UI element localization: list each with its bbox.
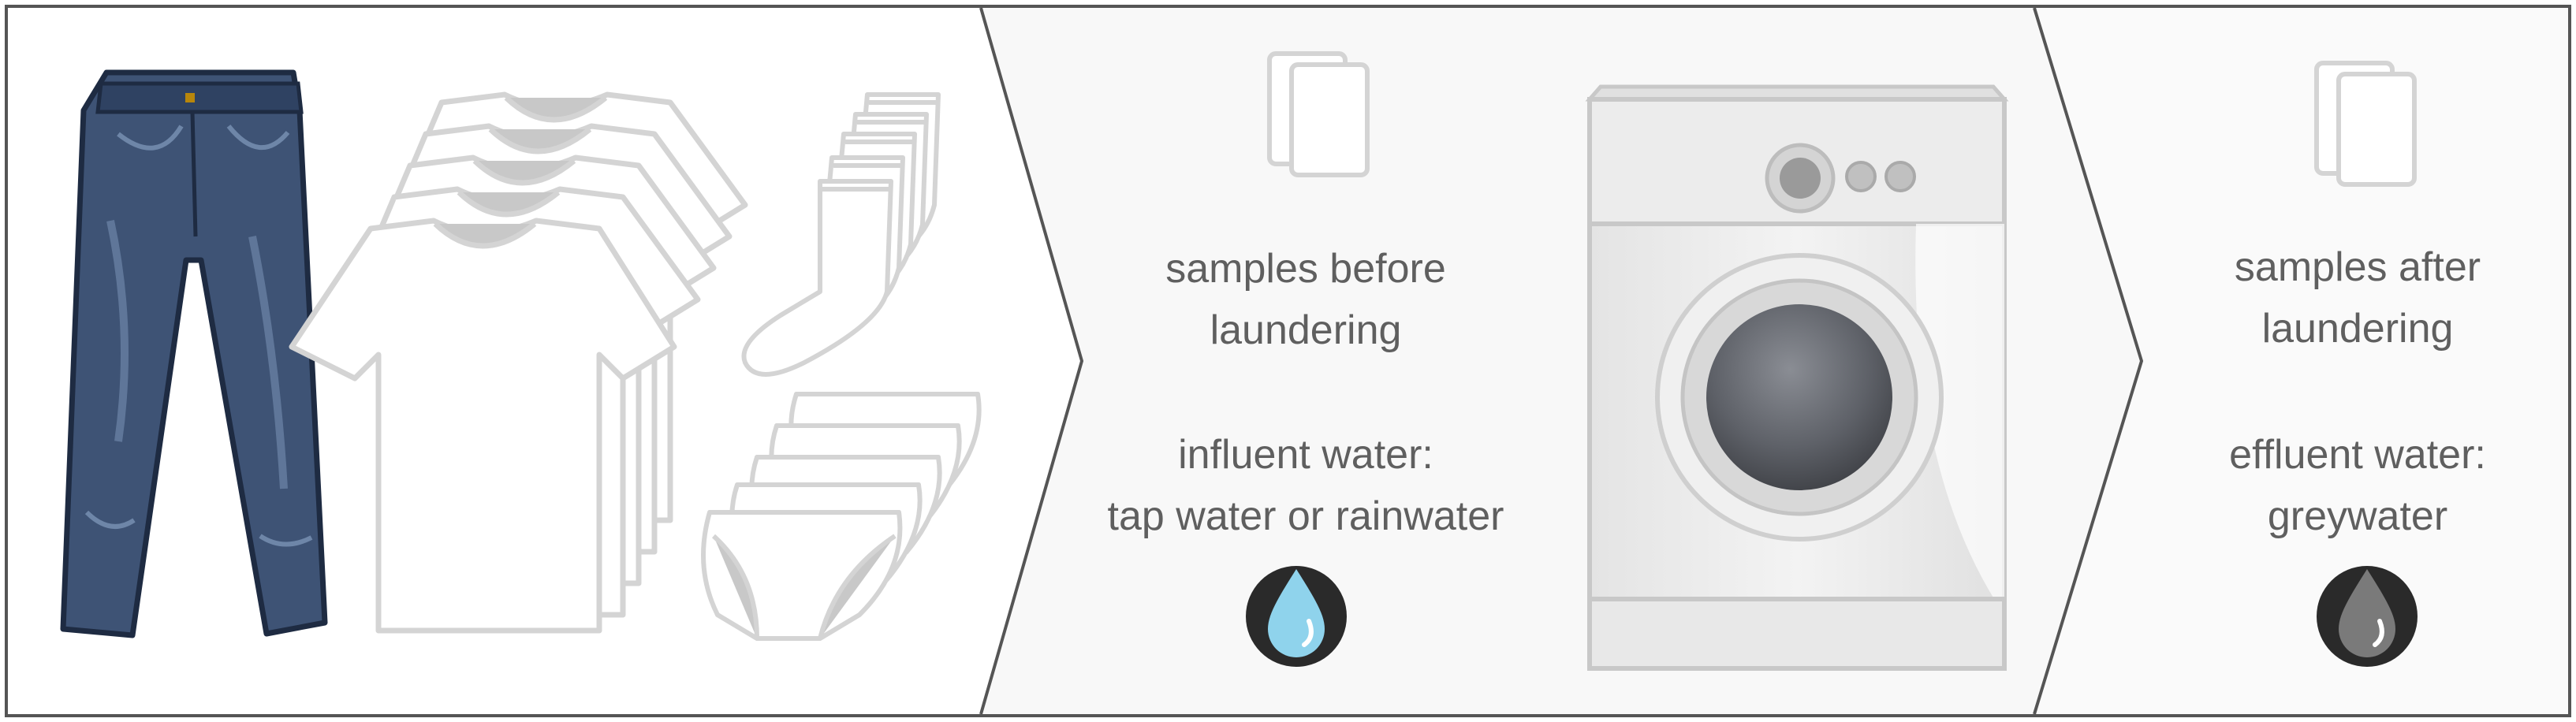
influent-water-line1: influent water: <box>1178 432 1433 478</box>
water-drop-icon <box>2317 566 2418 667</box>
effluent-water-caption: effluent water: greywater <box>2200 424 2515 547</box>
chevron-arrow-icon <box>979 7 1084 715</box>
effluent-water-line1: effluent water: <box>2229 432 2486 478</box>
samples-before-caption: samples before laundering <box>1109 238 1503 361</box>
jeans-icon <box>60 69 328 638</box>
fabric-samples-icon <box>1267 51 1370 177</box>
chevron-arrow-icon <box>2033 7 2144 715</box>
samples-after-caption: samples after laundering <box>2200 236 2515 359</box>
water-drop-icon <box>1246 566 1347 667</box>
influent-water-caption: influent water: tap water or rainwater <box>1069 424 1542 547</box>
fabric-samples-icon <box>2314 61 2417 187</box>
socks-icon <box>741 92 941 377</box>
right-panel-bg <box>2034 8 2568 714</box>
washing-machine-icon <box>1585 84 2009 671</box>
influent-water-line2: tap water or rainwater <box>1107 493 1504 539</box>
samples-after-line2: laundering <box>2261 306 2454 352</box>
samples-before-line1: samples before <box>1165 246 1446 292</box>
samples-before-line2: laundering <box>1210 307 1402 353</box>
t-shirts-icon <box>289 91 748 634</box>
effluent-water-line2: greywater <box>2267 493 2448 539</box>
underwear-icon <box>701 392 982 641</box>
samples-after-line1: samples after <box>2234 244 2481 290</box>
